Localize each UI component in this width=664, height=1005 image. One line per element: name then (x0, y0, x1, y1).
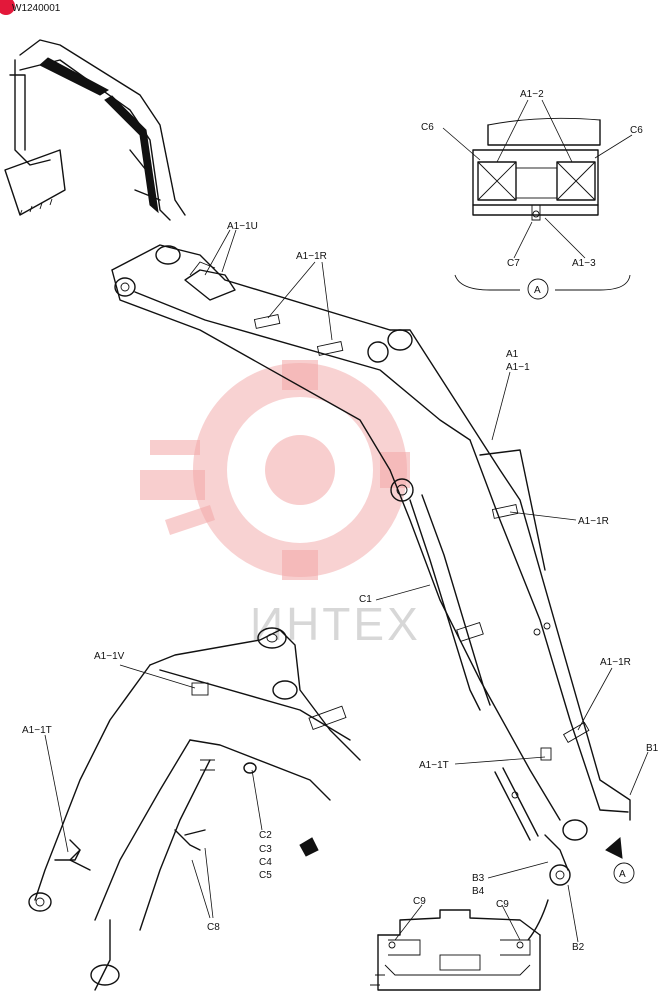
label-a1-3: A1−3 (572, 258, 596, 269)
watermark-logo (140, 360, 410, 580)
label-c4: C4 (259, 857, 272, 868)
doc-code: W1240001 (12, 3, 61, 14)
part-labels: A1−2 C6 C6 C7 A1−3 A A1−1U A1−1R A1 A1−1… (22, 89, 659, 953)
label-view-a: A (534, 285, 541, 296)
label-c3: C3 (259, 844, 272, 855)
label-a1-2: A1−2 (520, 89, 544, 100)
label-b1: B1 (646, 743, 659, 754)
label-a1-1r-top: A1−1R (296, 251, 327, 262)
watermark-text: ИНТЕХ (250, 598, 421, 650)
label-view-a-arrow: A (619, 869, 626, 880)
label-c9-left: C9 (413, 896, 426, 907)
label-c6-left: C6 (421, 122, 434, 133)
boom-assembly (111, 244, 631, 941)
label-b4: B4 (472, 886, 485, 897)
brand-dot-icon (0, 0, 15, 15)
label-b3: B3 (472, 873, 485, 884)
label-c1: C1 (359, 594, 372, 605)
label-c8: C8 (207, 922, 220, 933)
label-c7: C7 (507, 258, 520, 269)
detail-view-a (442, 99, 633, 300)
bottom-section-view (370, 909, 541, 991)
label-a1: A1 (506, 349, 519, 360)
label-c2: C2 (259, 830, 272, 841)
label-c6-right: C6 (630, 125, 643, 136)
label-a1-1r-mid: A1−1R (578, 516, 609, 527)
label-b2: B2 (572, 942, 585, 953)
zoomed-boom-detail (28, 627, 361, 991)
label-a1-1v: A1−1V (94, 651, 125, 662)
leader-lines (44, 229, 649, 943)
overview-excavator-illustration (4, 39, 186, 221)
label-a1-1u: A1−1U (227, 221, 258, 232)
label-a1-1t-right: A1−1T (419, 760, 449, 771)
label-c5: C5 (259, 870, 272, 881)
label-a1-1: A1−1 (506, 362, 530, 373)
label-a1-1t-left: A1−1T (22, 725, 52, 736)
label-a1-1r-low: A1−1R (600, 657, 631, 668)
label-c9-right: C9 (496, 899, 509, 910)
header-mark: W1240001 (0, 0, 61, 15)
